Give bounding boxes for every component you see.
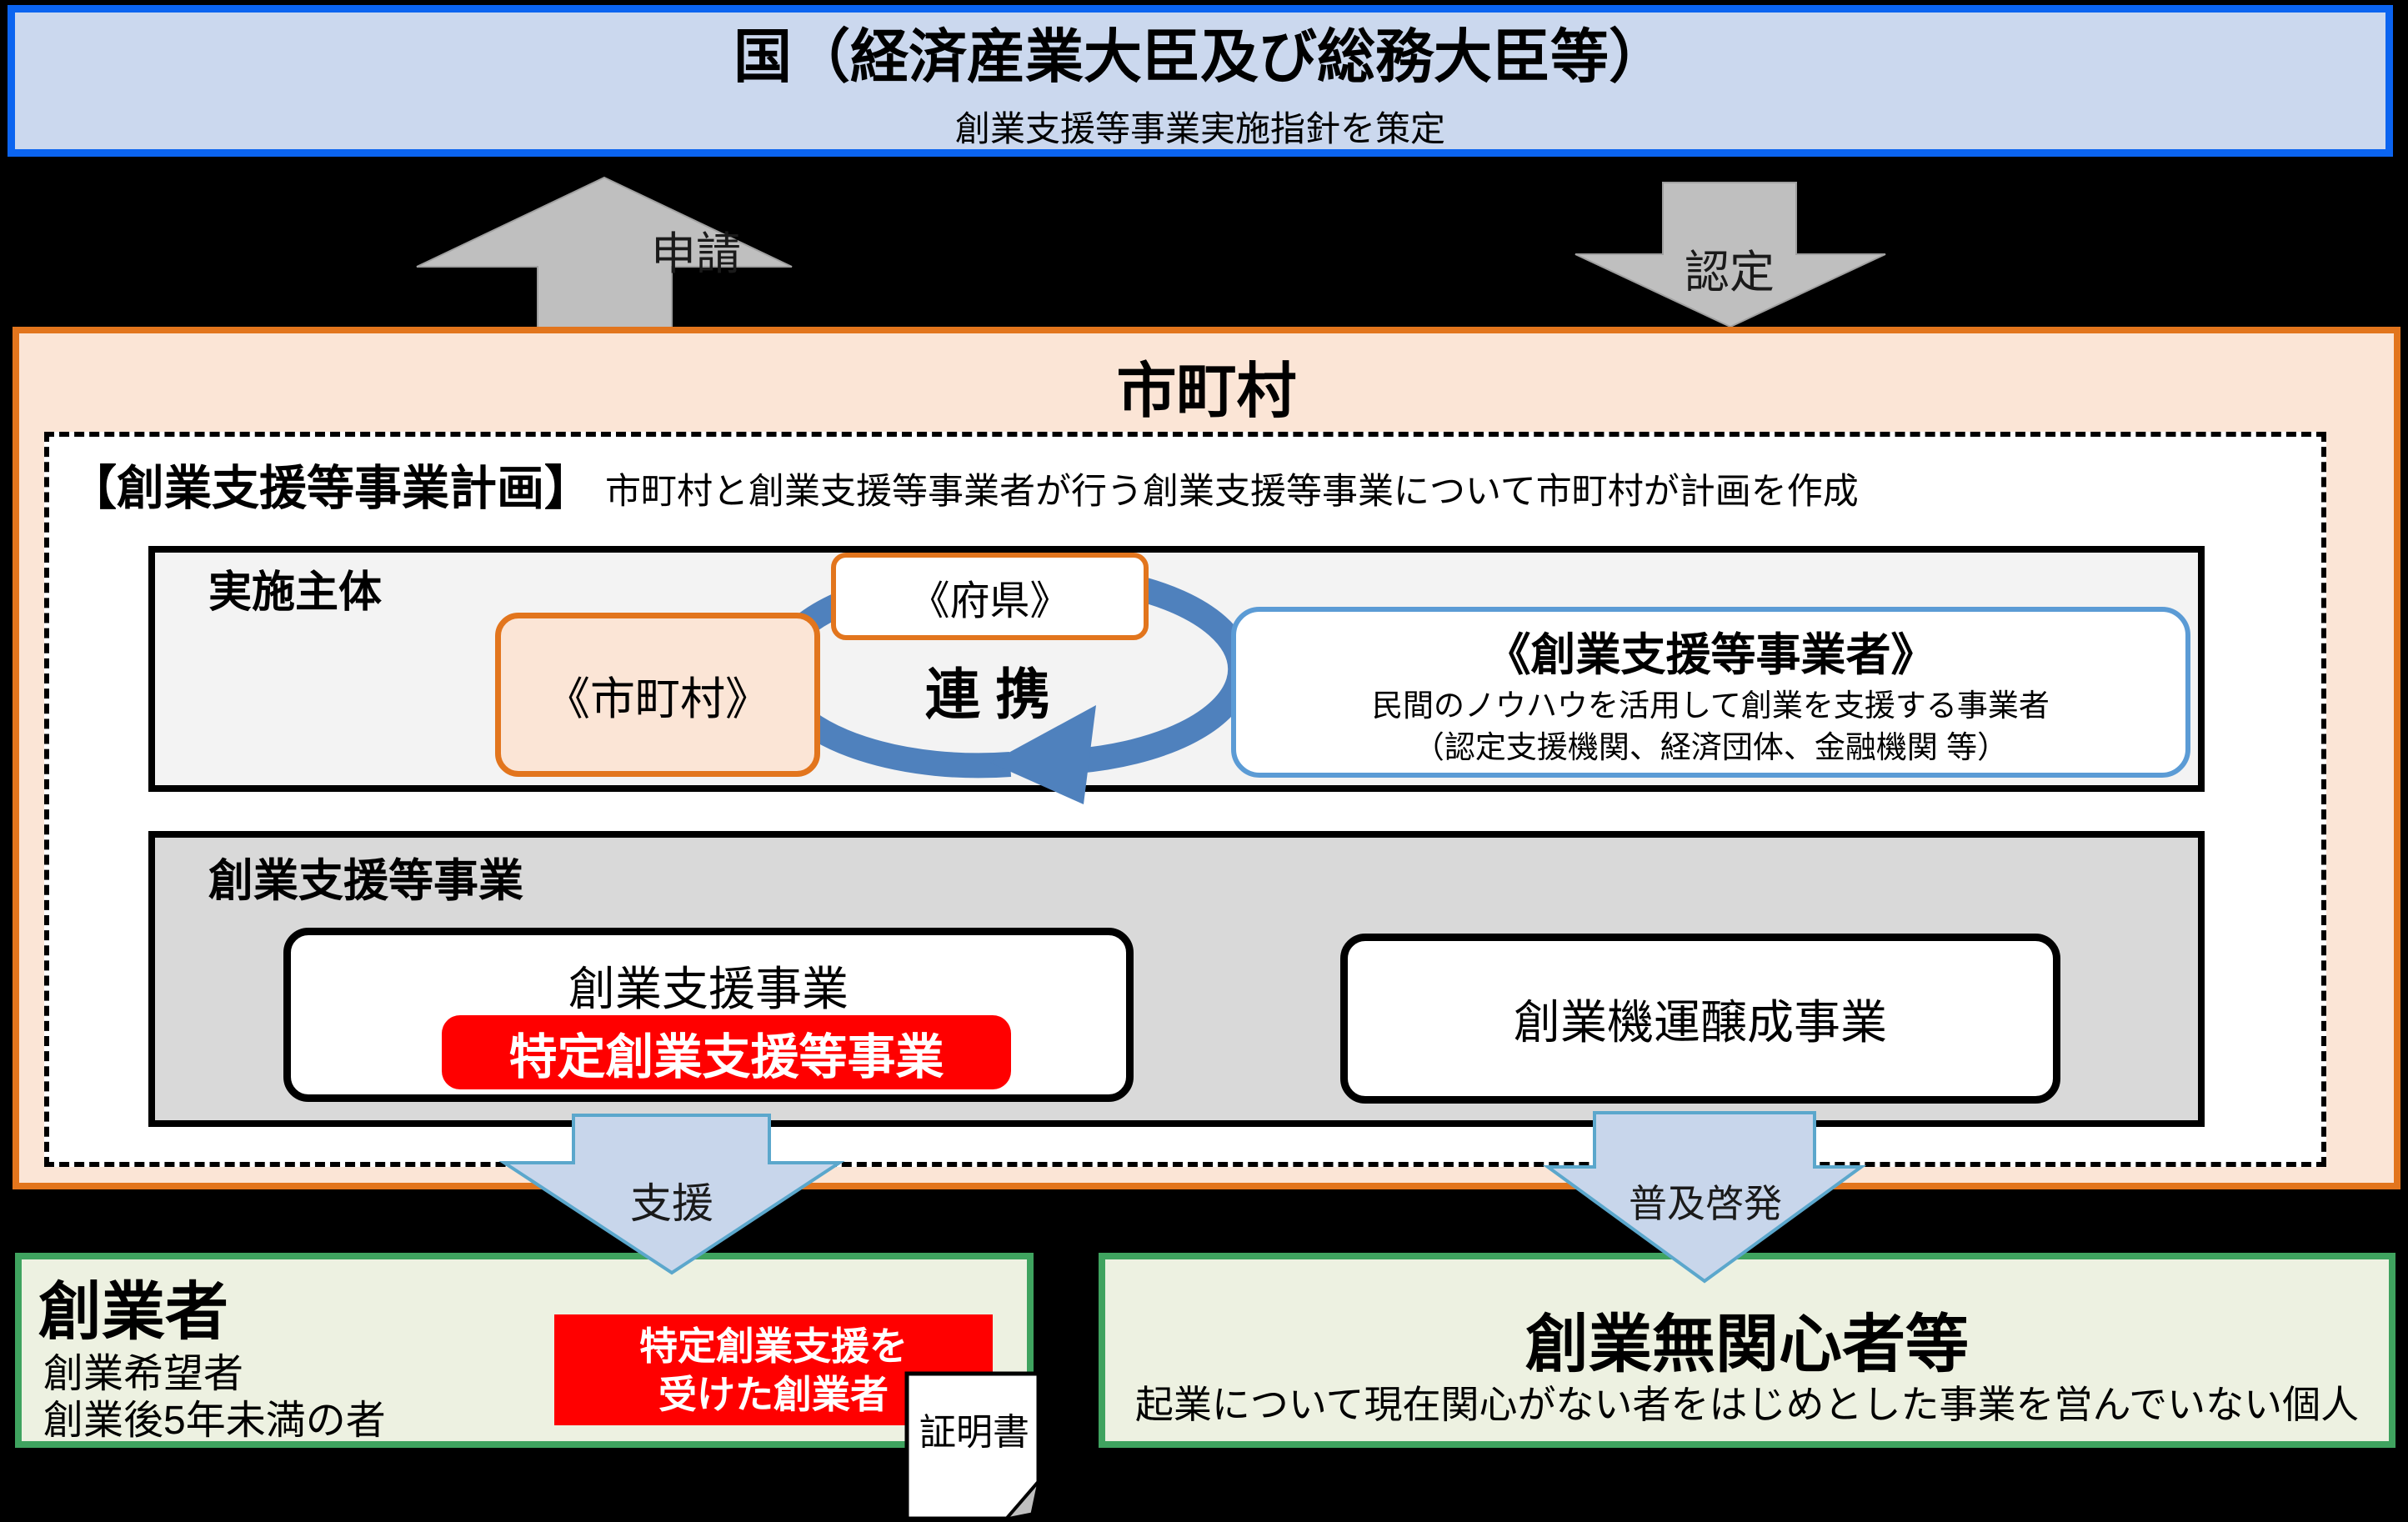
support-provider-line1: 民間のノウハウを活用して創業を支援する事業者 xyxy=(1372,688,2050,723)
uninterested-box: 創業無関心者等 起業について現在関心がない者をはじめとした事業を営んでいない個人 xyxy=(1099,1253,2395,1448)
national-subtitle: 創業支援等事業実施指針を策定 xyxy=(954,109,1445,148)
uninterested-description: 起業について現在関心がない者をはじめとした事業を営んでいない個人 xyxy=(1134,1383,2360,1426)
support-provider-box: 《創業支援等事業者》 民間のノウハウを活用して創業を支援する事業者 （認定支援機… xyxy=(1231,607,2190,778)
support-provider-title: 《創業支援等事業者》 xyxy=(1485,630,1936,680)
national-government-box: 国（経済産業大臣及び総務大臣等） 創業支援等事業実施指針を策定 xyxy=(8,5,2393,157)
cooperation-label: 連 携 xyxy=(924,663,1051,725)
support-arrow-label: 支援 xyxy=(630,1180,713,1227)
founders-line2: 創業後5年未満の者 xyxy=(43,1399,386,1443)
startup-momentum-program-title: 創業機運醸成事業 xyxy=(1514,995,1887,1049)
apply-arrow-label: 申請 xyxy=(651,229,741,279)
startup-momentum-program-box: 創業機運醸成事業 xyxy=(1340,934,2060,1104)
startup-support-program-title: 創業支援事業 xyxy=(568,963,849,1015)
plan-description: 市町村と創業支援等事業者が行う創業支援等事業について市町村が計画を作成 xyxy=(605,472,1859,512)
founders-line1: 創業希望者 xyxy=(43,1352,244,1396)
national-title: 国（経済産業大臣及び総務大臣等） xyxy=(733,24,1667,89)
implementers-label: 実施主体 xyxy=(208,568,383,617)
prefecture-entity-box: 《府県》 xyxy=(831,553,1149,640)
prefecture-entity-label: 《府県》 xyxy=(909,578,1070,623)
certificate-label: 証明書 xyxy=(919,1412,1029,1453)
municipality-entity-box: 《市町村》 xyxy=(495,613,820,777)
programs-label: 創業支援等事業 xyxy=(208,856,523,906)
support-provider-line2: （認定支援機関、経済団体、金融機関 等） xyxy=(1413,730,2009,764)
certificate-fold-corner xyxy=(1004,1481,1040,1521)
municipality-title: 市町村 xyxy=(1116,358,1297,425)
uninterested-title: 創業無関心者等 xyxy=(1525,1309,1969,1380)
specified-support-badge: 特定創業支援等事業 xyxy=(442,1015,1011,1089)
plan-heading: 【創業支援等事業計画】 xyxy=(69,462,592,515)
supported-founders-badge-line2: 受けた創業者 xyxy=(658,1372,889,1416)
founders-title: 創業者 xyxy=(38,1277,228,1348)
outreach-arrow-label: 普及啓発 xyxy=(1629,1182,1782,1225)
certificate-document-icon xyxy=(904,1371,1041,1521)
municipality-entity-label: 《市町村》 xyxy=(545,674,770,724)
supported-founders-badge-line1: 特定創業支援を xyxy=(639,1324,908,1368)
plan-heading-row: 【創業支援等事業計画】 市町村と創業支援等事業者が行う創業支援等事業について市町… xyxy=(69,450,1859,518)
certify-arrow-label: 認定 xyxy=(1685,248,1775,298)
